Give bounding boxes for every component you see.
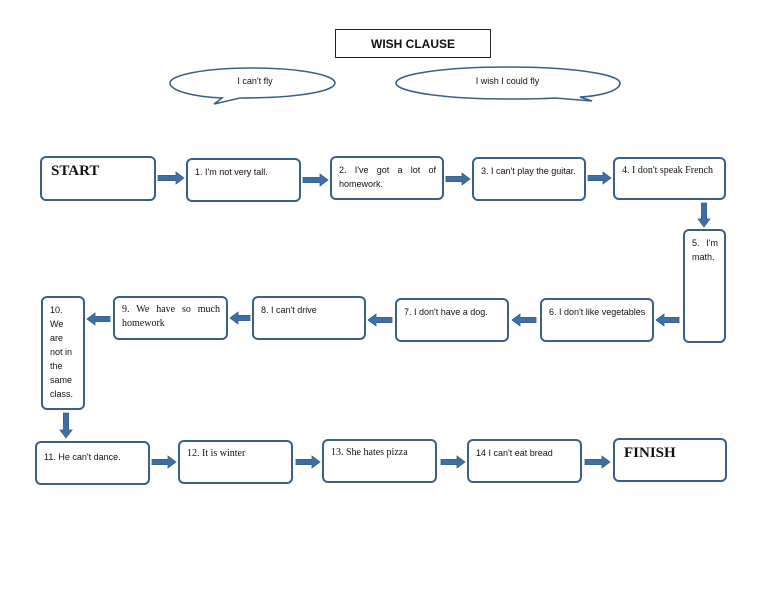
flow-arrow-8 [367,313,393,327]
flow-arrow-1 [157,171,185,185]
step-7-box: 7. I don't have a dog. [395,298,509,342]
step-10-box: 10. We are not in the same class. [41,296,85,410]
step-8-box: 8. I can't drive [252,296,366,340]
step-2-box: 2. I've got a lot of homework. [330,156,444,200]
flow-arrow-3 [445,172,471,186]
speech-bubble-left [169,67,336,105]
step-6-box: 6. I don't like vegetables [540,298,654,342]
step-5-box: 5. I'm not very good at math. [683,229,726,343]
step-5-label: 5. I'm not very good at math. [692,238,724,262]
finish-box: FINISH [613,438,727,482]
flow-arrow-4 [587,171,612,185]
flow-arrow-13 [295,455,321,469]
step-9-box: 9. We have so much homework [113,296,228,340]
step-14-box: 14 I can't eat bread [467,439,582,483]
flow-arrow-6 [655,313,680,327]
step-13-box: 13. She hates pizza [322,439,437,483]
step-11-box: 11. He can't dance. [35,441,150,485]
step-12-box: 12. It is winter [178,440,293,484]
flow-arrow-15 [584,455,611,469]
flow-arrow-9 [229,311,251,325]
flow-arrow-2 [302,173,329,187]
flow-arrow-7 [511,313,537,327]
speech-bubble-right [395,66,621,102]
step-4-box: 4. I don't speak French [613,157,726,200]
speech-bubble-right-text: I wish I could fly [475,76,540,86]
step-3-box: 3. I can't play the guitar. [472,157,586,201]
flow-arrow-11 [59,412,73,439]
start-box: START [40,156,156,201]
flow-arrow-10 [86,312,111,326]
step-1-box: 1. I'm not very tall. [186,158,301,202]
flow-arrow-12 [151,455,177,469]
speech-bubble-left-text: I can't fly [237,76,273,86]
flow-arrow-5 [697,202,711,228]
page-title: WISH CLAUSE [335,29,491,58]
flow-arrow-14 [440,455,466,469]
